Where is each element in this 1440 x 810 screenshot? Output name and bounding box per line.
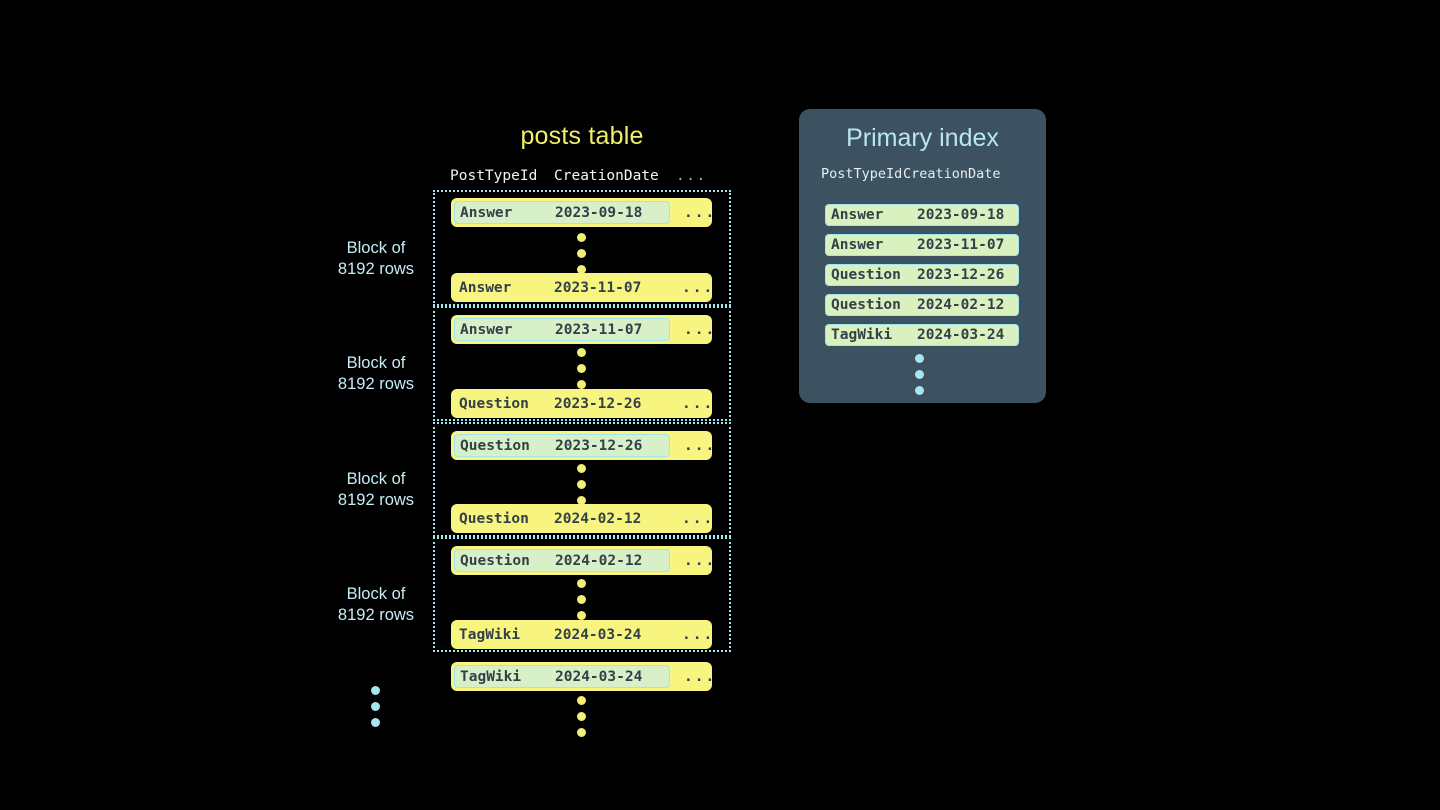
- index-row: TagWiki 2024-03-24: [825, 324, 1019, 346]
- row-ellipsis-dots: [577, 579, 586, 620]
- table-row: Answer 2023-11-07 ...: [451, 273, 712, 302]
- index-column-header-posttypeid: PostTypeId: [821, 166, 903, 182]
- index-cell-posttypeid: Question: [831, 267, 901, 283]
- cell-posttypeid: Question: [459, 395, 529, 412]
- cell-creationdate: 2024-02-12: [554, 510, 642, 527]
- block-1: [433, 190, 731, 306]
- table-row: Answer 2023-09-18 ...: [451, 198, 714, 227]
- index-row: Question 2024-02-12: [825, 294, 1019, 316]
- index-cell-creationdate: 2023-09-18: [917, 207, 1005, 223]
- block-4-label: Block of 8192 rows: [337, 585, 415, 624]
- cell-posttypeid: Question: [459, 510, 529, 527]
- index-column-header-creationdate: CreationDate: [903, 166, 1001, 182]
- primary-index-title: Primary index: [846, 124, 999, 152]
- block-2: [433, 306, 731, 421]
- column-header-posttypeid: PostTypeId: [450, 167, 538, 184]
- cell-creationdate: 2024-03-24: [555, 668, 643, 685]
- posts-table-column-headers: PostTypeId CreationDate ...: [450, 166, 712, 185]
- cell-more: ...: [684, 552, 717, 569]
- row-cells: Answer 2023-09-18: [454, 201, 670, 224]
- cell-more: ...: [682, 626, 715, 643]
- index-cell-creationdate: 2023-12-26: [917, 267, 1005, 283]
- cell-more: ...: [684, 668, 717, 685]
- cell-creationdate: 2023-12-26: [555, 437, 643, 454]
- index-row: Question 2023-12-26: [825, 264, 1019, 286]
- cell-more: ...: [682, 395, 715, 412]
- table-trailing-ellipsis-dots: [577, 696, 586, 737]
- cell-posttypeid: Question: [460, 437, 530, 454]
- table-row: Question 2023-12-26 ...: [451, 431, 714, 460]
- block-1-label: Block of 8192 rows: [337, 239, 415, 278]
- row-cells: Question 2023-12-26: [454, 434, 670, 457]
- row-cells: Question 2024-02-12: [454, 507, 668, 530]
- cell-creationdate: 2024-03-24: [554, 626, 642, 643]
- index-cell-posttypeid: TagWiki: [831, 327, 893, 343]
- cell-posttypeid: TagWiki: [460, 668, 522, 685]
- row-ellipsis-dots: [577, 233, 586, 274]
- table-row: Answer 2023-11-07 ...: [451, 315, 714, 344]
- block-4: [433, 537, 731, 652]
- column-header-more: ...: [676, 167, 707, 184]
- row-cells: Question 2024-02-12: [454, 549, 670, 572]
- cell-more: ...: [682, 279, 715, 296]
- block-3: [433, 422, 731, 537]
- cell-creationdate: 2024-02-12: [555, 552, 643, 569]
- index-ellipsis-dots: [915, 354, 924, 395]
- row-ellipsis-dots: [577, 464, 586, 505]
- cell-posttypeid: Answer: [459, 279, 512, 296]
- cell-posttypeid: Answer: [460, 204, 513, 221]
- cell-creationdate: 2023-12-26: [554, 395, 642, 412]
- block-3-label: Block of 8192 rows: [337, 470, 415, 509]
- primary-index-column-headers: PostTypeId CreationDate: [821, 166, 1026, 182]
- row-cells: Answer 2023-11-07: [454, 276, 668, 299]
- row-cells: TagWiki 2024-03-24: [454, 623, 668, 646]
- table-row: TagWiki 2024-03-24 ...: [451, 662, 714, 691]
- index-cell-posttypeid: Answer: [831, 207, 884, 223]
- cell-posttypeid: TagWiki: [459, 626, 521, 643]
- cell-posttypeid: Question: [460, 552, 530, 569]
- index-cell-creationdate: 2024-02-12: [917, 297, 1005, 313]
- cell-creationdate: 2023-11-07: [555, 321, 643, 338]
- index-cell-creationdate: 2024-03-24: [917, 327, 1005, 343]
- cell-more: ...: [684, 204, 717, 221]
- block-2-label: Block of 8192 rows: [337, 354, 415, 393]
- cell-more: ...: [684, 321, 717, 338]
- table-row: TagWiki 2024-03-24 ...: [451, 620, 712, 649]
- table-row: Question 2024-02-12 ...: [451, 546, 714, 575]
- column-header-creationdate: CreationDate: [554, 167, 659, 184]
- index-cell-creationdate: 2023-11-07: [917, 237, 1005, 253]
- row-cells: TagWiki 2024-03-24: [454, 665, 670, 688]
- blocks-trailing-ellipsis-dots: [371, 686, 380, 727]
- posts-table-title: posts table: [520, 122, 644, 150]
- cell-more: ...: [682, 510, 715, 527]
- cell-creationdate: 2023-11-07: [554, 279, 642, 296]
- index-row: Answer 2023-11-07: [825, 234, 1019, 256]
- index-row: Answer 2023-09-18: [825, 204, 1019, 226]
- row-ellipsis-dots: [577, 348, 586, 389]
- table-row: Question 2024-02-12 ...: [451, 504, 712, 533]
- index-cell-posttypeid: Question: [831, 297, 901, 313]
- row-cells: Answer 2023-11-07: [454, 318, 670, 341]
- row-cells: Question 2023-12-26: [454, 392, 668, 415]
- primary-index-panel: Primary index PostTypeId CreationDate An…: [799, 109, 1046, 403]
- cell-posttypeid: Answer: [460, 321, 513, 338]
- cell-creationdate: 2023-09-18: [555, 204, 643, 221]
- cell-more: ...: [684, 437, 717, 454]
- index-cell-posttypeid: Answer: [831, 237, 884, 253]
- table-row: Question 2023-12-26 ...: [451, 389, 712, 418]
